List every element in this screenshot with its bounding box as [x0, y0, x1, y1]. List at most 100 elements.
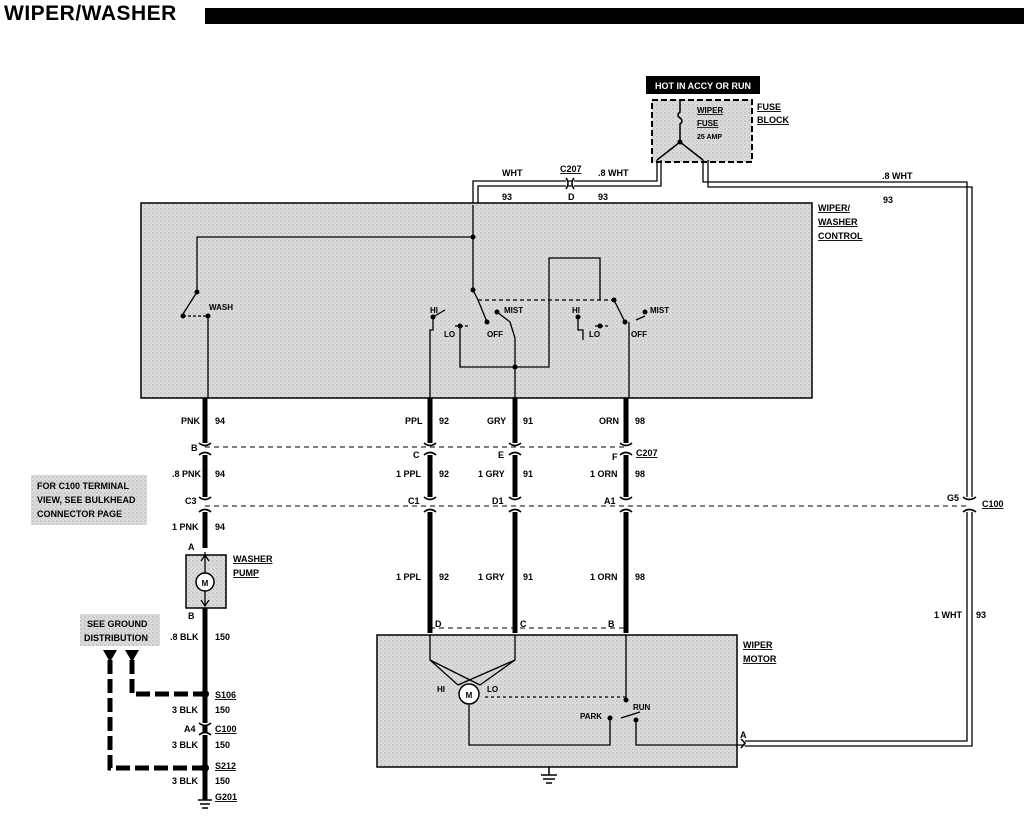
wire-1gry: 1 GRY [478, 469, 505, 479]
motor-hi: HI [437, 685, 445, 694]
wire-92-b: 92 [439, 469, 449, 479]
switch1-hi: HI [430, 306, 438, 315]
wiper-motor [376, 634, 738, 768]
pump-pin-b: B [188, 611, 195, 621]
c207-pin-f: F [612, 452, 618, 462]
c207-pin-d: D [568, 192, 575, 202]
wire-8wht-right: .8 WHT [882, 171, 913, 181]
wire-orn: ORN [599, 416, 619, 426]
fuse-name-2: FUSE [697, 119, 719, 128]
c100-note-1: FOR C100 TERMINAL [37, 481, 130, 491]
switch1-mist: MIST [504, 306, 523, 315]
pump-label-2: PUMP [233, 568, 259, 578]
c207-pin-c: C [413, 450, 420, 460]
connector-c100-gnd [198, 722, 212, 736]
motor-label-1: WIPER [743, 640, 773, 650]
ground-note-1: SEE GROUND [87, 619, 148, 629]
wire-93-top [472, 160, 662, 205]
c100-gnd-label: C100 [215, 724, 237, 734]
connector-c207-top [565, 177, 575, 190]
splice-s106 [201, 690, 209, 698]
wiper-washer-control [140, 202, 813, 399]
wire-1ppl: 1 PPL [396, 469, 422, 479]
c100-label: C100 [982, 499, 1004, 509]
wire-3blk-b: 3 BLK [172, 740, 199, 750]
ground-g201-icon [198, 799, 212, 809]
splice-s212-label: S212 [215, 761, 236, 771]
c100-pin-a1: A1 [604, 496, 616, 506]
switch1-off: OFF [487, 330, 503, 339]
wire-8pnk: .8 PNK [172, 469, 202, 479]
switch1-lo: LO [444, 330, 455, 339]
c100-note-2: VIEW, SEE BULKHEAD [37, 495, 136, 505]
hot-label: HOT IN ACCY OR RUN [655, 81, 751, 91]
wire-1gry-b: 1 GRY [478, 572, 505, 582]
c207-pin-e: E [498, 450, 504, 460]
wiper-motor-icon [458, 683, 480, 705]
c100-note-3: CONNECTOR PAGE [37, 509, 122, 519]
fuse-block-label-1: FUSE [757, 102, 781, 112]
wire-1wht-93 [745, 512, 973, 747]
switch2-mist: MIST [650, 306, 669, 315]
motor-park: PARK [580, 712, 602, 721]
c100-note-box [31, 475, 147, 525]
wire-91-b: 91 [523, 469, 533, 479]
ground-note-2: DISTRIBUTION [84, 633, 148, 643]
c100-pin-d1: D1 [492, 496, 504, 506]
splice-s106-label: S106 [215, 690, 236, 700]
wire-98: 98 [635, 416, 645, 426]
wire-98-c: 98 [635, 572, 645, 582]
motor-pin-b: B [608, 619, 615, 629]
power-label-box [646, 76, 760, 94]
c207-label: C207 [636, 448, 658, 458]
wire-93-label-a: 93 [502, 192, 512, 202]
wire-91-c: 91 [523, 572, 533, 582]
wire-wht-label: WHT [502, 168, 523, 178]
c100-pin-c3: C3 [185, 496, 197, 506]
pump-pin-a: A [188, 542, 195, 552]
wire-3blk-c: 3 BLK [172, 776, 199, 786]
wire-93-label-b: 93 [598, 192, 608, 202]
wire-98-b: 98 [635, 469, 645, 479]
wire-93-c: 93 [976, 610, 986, 620]
motor-pin-c: C [520, 619, 527, 629]
wire-1ppl-b: 1 PPL [396, 572, 422, 582]
wire-150-b: 150 [215, 705, 230, 715]
wire-1pnk: 1 PNK [172, 522, 199, 532]
wire-ppl: PPL [405, 416, 423, 426]
wire-92: 92 [439, 416, 449, 426]
wire-92-c: 92 [439, 572, 449, 582]
fuse-name-1: WIPER [697, 106, 723, 115]
control-label-1: WIPER/ [818, 203, 851, 213]
wire-94-b: 94 [215, 469, 225, 479]
fuse-icon [677, 100, 683, 140]
c207-label-top: C207 [560, 164, 582, 174]
wire-8blk: .8 BLK [170, 632, 199, 642]
wire-93-right-label: 93 [883, 195, 893, 205]
switch2-lo: LO [589, 330, 600, 339]
wire-150-c: 150 [215, 740, 230, 750]
c100-pin-g5: G5 [947, 493, 959, 503]
fuse-block-label-2: BLOCK [757, 115, 789, 125]
ground-g201-label: G201 [215, 792, 237, 802]
splice-s212 [201, 764, 209, 772]
control-label-3: CONTROL [818, 231, 863, 241]
wire-94: 94 [215, 416, 225, 426]
motor-ground-icon [541, 767, 557, 784]
wire-150-a: 150 [215, 632, 230, 642]
pump-motor-m: M [202, 579, 209, 588]
motor-run: RUN [633, 703, 651, 712]
fuse-rating: 25 AMP [697, 134, 722, 141]
wire-93-right [702, 160, 973, 500]
ground-note-box [80, 614, 160, 646]
wire-pnk: PNK [181, 416, 201, 426]
switch-wash-label: WASH [209, 303, 233, 312]
motor-pin-d: D [435, 619, 442, 629]
motor-m: M [466, 691, 473, 700]
wire-3blk-a: 3 BLK [172, 705, 199, 715]
title-bar [205, 8, 1024, 24]
wire-1orn: 1 ORN [590, 469, 618, 479]
wire-1orn-b: 1 ORN [590, 572, 618, 582]
c207-pin-b: B [191, 443, 198, 453]
c100-pin-a4: A4 [184, 724, 196, 734]
